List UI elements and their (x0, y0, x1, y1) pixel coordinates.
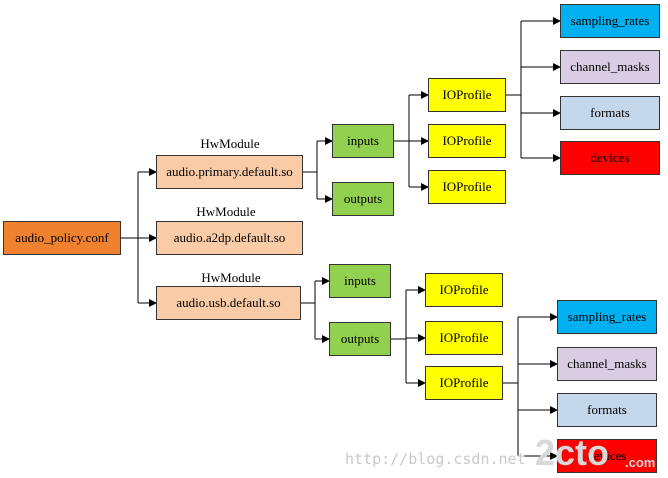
watermark-url: http://blog.csdn.net (345, 450, 526, 468)
primary-ioprofile-node: IOProfile (428, 78, 506, 112)
hwmodule-caption-a2dp: HwModule (196, 204, 256, 219)
usb-sampling-rates-node: sampling_rates (557, 300, 657, 334)
watermark-logo: 2cto (535, 432, 610, 473)
module-a2dp-node: audio.a2dp.default.so (156, 221, 303, 255)
usb-ioprofile-node: IOProfile (425, 366, 503, 400)
primary-sampling-rates-node: sampling_rates (560, 4, 660, 38)
usb-formats-node: formats (557, 393, 657, 427)
usb-outputs-node: outputs (329, 322, 391, 356)
watermark-logo-sub: .com (625, 455, 656, 470)
primary-inputs-node: inputs (332, 124, 394, 158)
usb-ioprofile-node: IOProfile (425, 273, 503, 307)
primary-formats-node: formats (560, 96, 660, 130)
primary-channel-masks-node: channel_masks (560, 50, 660, 84)
primary-outputs-node: outputs (332, 182, 394, 216)
primary-ioprofile-node: IOProfile (428, 124, 506, 158)
audio-policy-conf-node: audio_policy.conf (3, 221, 121, 255)
module-primary-node: audio.primary.default.so (156, 155, 303, 189)
usb-devices-node: devices (557, 439, 657, 473)
primary-ioprofile-node: IOProfile (428, 170, 506, 204)
hwmodule-caption-primary: HwModule (200, 136, 260, 151)
usb-ioprofile-node: IOProfile (425, 321, 503, 355)
module-usb-node: audio.usb.default.so (156, 286, 301, 320)
primary-devices-node: devices (560, 141, 660, 175)
usb-channel-masks-node: channel_masks (557, 347, 657, 381)
hwmodule-caption-usb: HwModule (201, 270, 261, 285)
usb-inputs-node: inputs (329, 264, 391, 298)
